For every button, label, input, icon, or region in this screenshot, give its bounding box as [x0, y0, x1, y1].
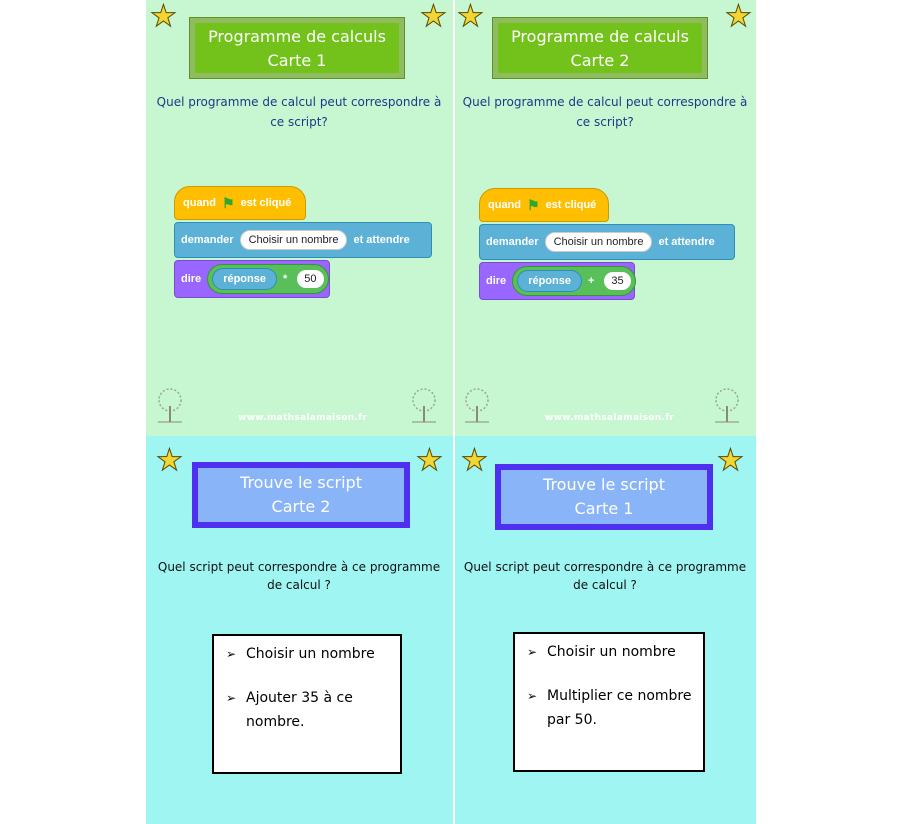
star-icon: ★ — [461, 443, 489, 478]
say-word: dire — [486, 275, 507, 287]
list-item: ➢ Choisir un nombre — [527, 640, 693, 664]
step-text: Choisir un nombre — [246, 646, 375, 662]
event-word-2: est cliqué — [240, 197, 292, 209]
card-programme-1: ★ ★ Programme de calculs Carte 1 Quel pr… — [146, 0, 453, 436]
title-line-1: Trouve le script — [240, 473, 362, 492]
card-script-2: ★ ★ Trouve le script Carte 2 Quel script… — [146, 436, 453, 824]
card-question: Quel script peut correspondre à ce progr… — [157, 560, 441, 592]
ask-word: demander — [486, 236, 539, 248]
when-flag-clicked-block: quand ⚑ est cliqué — [174, 186, 306, 220]
card-question: Quel programme de calcul peut correspond… — [156, 95, 442, 129]
arrow-bullet-icon: ➢ — [527, 689, 538, 703]
operand-number: 35 — [604, 272, 631, 290]
tree-logo-icon — [412, 388, 436, 423]
title-line-2: Carte 1 — [267, 51, 327, 70]
title-line-2: Carte 2 — [570, 51, 630, 70]
card-programme-2: ★ ★ Programme de calculs Carte 2 Quel pr… — [455, 0, 756, 436]
tree-logo-icon — [715, 388, 739, 423]
step-text: Ajouter 35 à ce nombre. — [246, 690, 353, 730]
star-icon: ★ — [420, 0, 448, 34]
event-word-2: est cliqué — [545, 199, 597, 211]
star-icon: ★ — [725, 0, 753, 34]
star-icon: ★ — [457, 0, 485, 34]
step-text: Multiplier ce nombre par 50. — [547, 688, 692, 728]
arrow-bullet-icon: ➢ — [226, 647, 237, 661]
when-flag-clicked-block: quand ⚑ est cliqué — [479, 188, 609, 222]
ask-and-wait-block: demander Choisir un nombre et attendre — [479, 224, 735, 260]
card-title: Trouve le script Carte 2 — [192, 462, 410, 528]
footer-url: www.mathsalamaison.fr — [238, 413, 368, 423]
title-line-2: Carte 1 — [574, 499, 634, 518]
operator-symbol: * — [282, 273, 288, 285]
calculation-program-box: ➢ Choisir un nombre ➢ Ajouter 35 à ce no… — [212, 634, 402, 774]
card-script-1: ★ ★ Trouve le script Carte 1 Quel script… — [455, 436, 756, 824]
star-icon: ★ — [416, 443, 444, 478]
card-question: Quel programme de calcul peut correspond… — [462, 95, 748, 129]
green-flag-icon: ⚑ — [527, 196, 540, 213]
tree-logo-icon — [158, 388, 182, 423]
ask-input: Choisir un nombre — [544, 232, 653, 252]
say-block: dire réponse + 35 — [479, 262, 636, 300]
say-word: dire — [181, 273, 202, 285]
card-title: Programme de calculs Carte 1 — [189, 17, 405, 79]
card-title: Programme de calculs Carte 2 — [492, 17, 708, 79]
step-text: Choisir un nombre — [547, 644, 676, 660]
list-item: ➢ Ajouter 35 à ce nombre. — [226, 686, 390, 734]
green-flag-icon: ⚑ — [222, 194, 235, 211]
arrow-bullet-icon: ➢ — [226, 691, 237, 705]
operator-block: réponse * 50 — [207, 264, 329, 294]
star-icon: ★ — [150, 0, 178, 34]
ask-end-word: et attendre — [353, 234, 410, 246]
star-icon: ★ — [717, 443, 745, 478]
event-word: quand — [488, 199, 521, 211]
operand-number: 50 — [297, 270, 324, 288]
title-line-1: Trouve le script — [543, 475, 665, 494]
arrow-bullet-icon: ➢ — [527, 645, 538, 659]
card-title: Trouve le script Carte 1 — [495, 464, 713, 530]
tree-logo-icon — [465, 388, 489, 423]
title-line-1: Programme de calculs — [511, 27, 689, 46]
ask-input: Choisir un nombre — [239, 230, 348, 250]
answer-reporter: réponse — [517, 270, 582, 292]
list-item: ➢ Multiplier ce nombre par 50. — [527, 684, 693, 732]
event-word: quand — [183, 197, 216, 209]
calculation-program-box: ➢ Choisir un nombre ➢ Multiplier ce nomb… — [513, 632, 705, 772]
ask-and-wait-block: demander Choisir un nombre et attendre — [174, 222, 432, 258]
title-line-2: Carte 2 — [271, 497, 331, 516]
card-question: Quel script peut correspondre à ce progr… — [463, 560, 747, 592]
ask-end-word: et attendre — [658, 236, 715, 248]
answer-reporter: réponse — [212, 268, 277, 290]
title-line-1: Programme de calculs — [208, 27, 386, 46]
operator-symbol: + — [587, 275, 595, 287]
operator-block: réponse + 35 — [512, 266, 636, 296]
list-item: ➢ Choisir un nombre — [226, 642, 390, 666]
say-block: dire réponse * 50 — [174, 260, 330, 298]
star-icon: ★ — [156, 443, 184, 478]
footer-url: www.mathsalamaison.fr — [545, 413, 675, 423]
ask-word: demander — [181, 234, 234, 246]
